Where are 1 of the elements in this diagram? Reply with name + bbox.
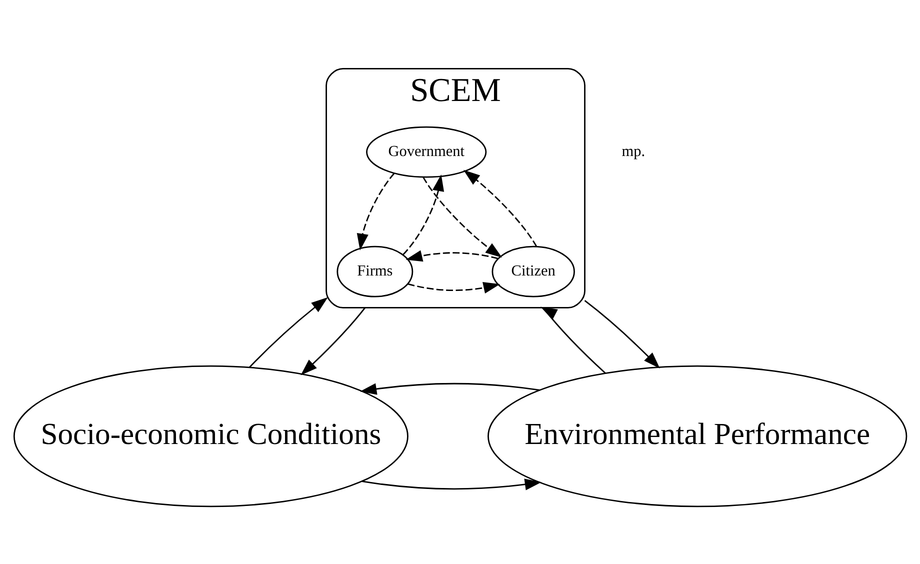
label: mp. — [622, 142, 646, 160]
